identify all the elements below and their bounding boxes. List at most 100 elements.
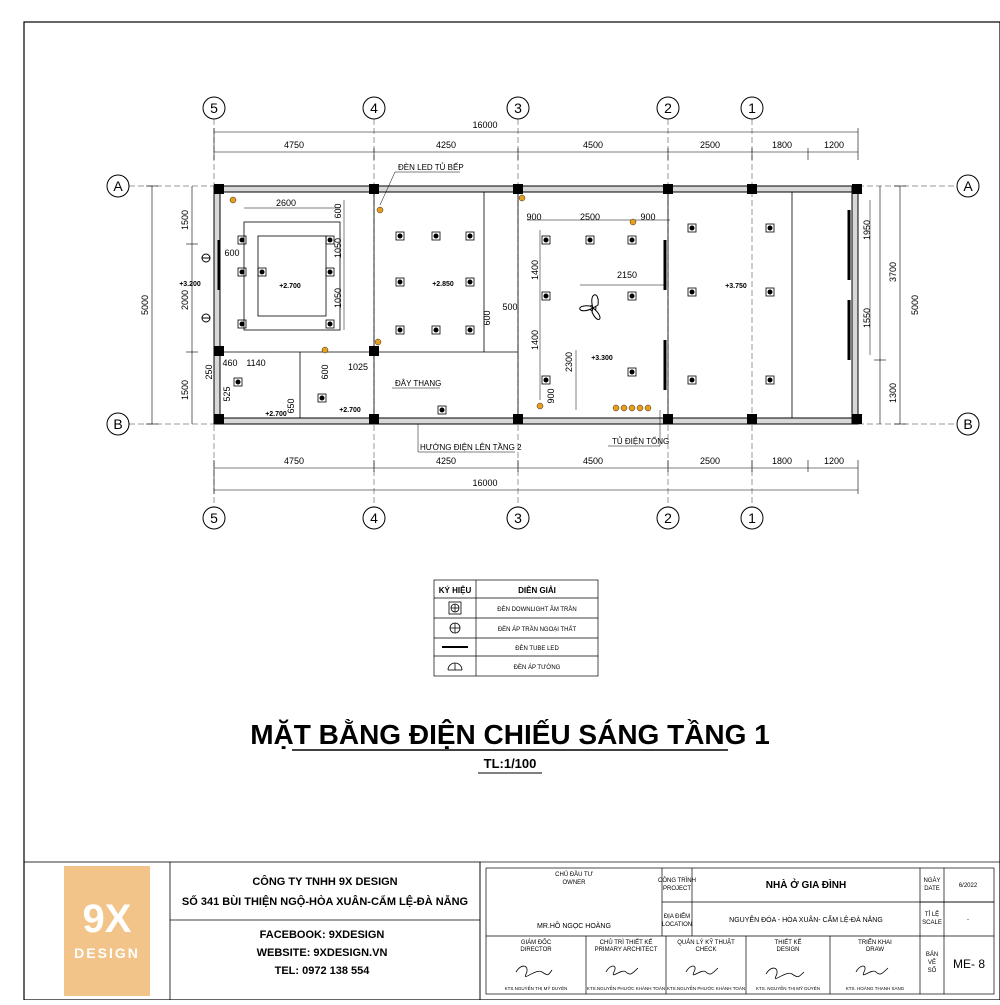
inner-dim-lines <box>244 200 871 410</box>
dim-overall-bottom: 16000 <box>472 478 497 488</box>
downlight-icon <box>627 291 637 301</box>
grid-label-top-1: 1 <box>748 100 756 116</box>
downlight-icon <box>437 405 447 415</box>
dim-span-3-top: 4500 <box>583 140 603 150</box>
dim-span-3-bottom: 4500 <box>583 456 603 466</box>
tb-role-4-vi: THIẾT KẾ <box>775 939 802 946</box>
downlight-icon <box>765 223 775 233</box>
switch-icons <box>229 194 652 412</box>
downlight-icon <box>465 325 475 335</box>
tb-role-2-en: PRIMARY ARCHITECT <box>595 947 658 953</box>
tb-owner-label-en: OWNER <box>563 880 587 886</box>
tb-sheet-label-3: SỐ <box>928 967 937 974</box>
downlight-icon <box>237 319 247 329</box>
downlight-icon <box>431 325 441 335</box>
level-rear: +3.750 <box>725 283 747 290</box>
company-address: SỐ 341 BÙI THIỆN NGỘ-HÒA XUÂN-CẨM LỆ-ĐÀ … <box>182 894 468 908</box>
dim-inner-1950: 1950 <box>862 220 872 240</box>
dim-inner-525: 525 <box>222 386 232 401</box>
columns <box>214 184 862 424</box>
grid-row-label-left-b: B <box>113 416 122 432</box>
company-phone: TEL: 0972 138 554 <box>275 965 371 977</box>
level-room-living: +2.700 <box>279 283 301 290</box>
downlight-icon <box>448 601 462 615</box>
grid-bubbles-bottom <box>202 506 764 530</box>
tb-role-4-person: KTS. NGUYỄN THỊ MỸ DUYÊN <box>756 984 820 991</box>
legend-desc-ceiling: ĐÈN ÁP TRẦN NGOẠI THẤT <box>498 626 577 633</box>
tb-project-label-en: PROJECT <box>663 886 691 892</box>
downlight-icon <box>325 267 335 277</box>
dim-inner-1550: 1550 <box>862 308 872 328</box>
downlight-icon <box>541 235 551 245</box>
tb-sheet-label-2: VẼ <box>928 959 936 966</box>
dim-inner-650: 650 <box>286 398 296 413</box>
grid-bubbles-top <box>202 96 764 120</box>
downlight-icon <box>317 393 327 403</box>
tb-sheet-label-1: BẢN <box>926 951 938 958</box>
company-facebook: FACEBOOK: 9XDESIGN <box>260 929 385 941</box>
downlight-icon <box>431 231 441 241</box>
dim-span-6-bottom: 1200 <box>824 456 844 466</box>
downlight-icon <box>465 231 475 241</box>
ceiling-light-icon <box>201 313 211 323</box>
downlight-icon <box>325 319 335 329</box>
grid-label-top-2: 2 <box>664 100 672 116</box>
downlight-icon <box>395 277 405 287</box>
grid-label-bottom-2: 2 <box>664 510 672 526</box>
level-wc: +2.700 <box>265 411 287 418</box>
downlight-icon <box>627 235 637 245</box>
grid-label-bottom-3: 3 <box>514 510 522 526</box>
dim-span-1-top: 4750 <box>284 140 304 150</box>
dim-left-sub-1: 1500 <box>180 210 190 230</box>
leader-lines <box>379 171 661 453</box>
downlight-icon <box>237 235 247 245</box>
dim-right-total: 5000 <box>910 295 920 315</box>
tb-role-2-person: KTS.NGUYỄN PHƯỚC KHÁNH TOÀN <box>587 985 665 991</box>
dim-left-total: 5000 <box>140 295 150 315</box>
level-dining: +3.300 <box>591 355 613 362</box>
legend-desc-tube: ĐÈN TUBE LED <box>515 645 559 652</box>
downlight-icon <box>765 375 775 385</box>
titleblock-frame <box>479 861 1000 1001</box>
dim-inner-600c: 600 <box>482 310 492 325</box>
tb-sheet-no: ME- 8 <box>953 957 985 971</box>
tb-date-label: NGÀY <box>923 877 940 884</box>
grid-label-bottom-5: 5 <box>210 510 218 526</box>
tb-role-1-vi: GIÁM ĐỐC <box>521 939 552 946</box>
dim-inner-1050b: 1050 <box>333 288 343 308</box>
tb-role-5-en: DRAW <box>866 947 884 953</box>
dim-left-sub-2: 2000 <box>180 290 190 310</box>
tb-date: 6/2022 <box>959 883 978 889</box>
dim-left-sub-3: 1500 <box>180 380 190 400</box>
tb-role-2-vi: CHỦ TRÌ THIẾT KẾ <box>600 939 653 946</box>
dim-inner-1025: 1025 <box>348 362 368 372</box>
tb-project-name: NHÀ Ở GIA ĐÌNH <box>766 878 846 891</box>
downlight-icon <box>325 235 335 245</box>
tb-role-1-person: KTS.NGUYỄN THỊ MỸ DUYÊN <box>505 984 568 991</box>
tb-role-3-vi: QUẢN LÝ KỸ THUẬT <box>677 939 735 946</box>
ceiling-light-icon <box>449 622 461 634</box>
downlight-icon <box>465 277 475 287</box>
wall-light-icon <box>447 662 463 671</box>
grid-lines <box>129 119 957 507</box>
dim-inner-900b: 900 <box>640 212 655 222</box>
dim-right-2: 1300 <box>888 383 898 403</box>
dim-inner-900a: 900 <box>526 212 541 222</box>
dim-lines-sides <box>146 185 906 425</box>
downlight-icon <box>687 287 697 297</box>
legend-table <box>433 579 599 677</box>
level-store: +2.700 <box>339 407 361 414</box>
logo-design: DESIGN <box>74 945 140 961</box>
tube-leds <box>217 210 851 390</box>
signature-marks <box>515 965 889 979</box>
drawing-scale: TL:1/100 <box>484 756 537 771</box>
grid-label-bottom-1: 1 <box>748 510 756 526</box>
grid-label-bottom-4: 4 <box>370 510 378 526</box>
grid-row-label-left-a: A <box>113 178 123 194</box>
note-led-cabinet: ĐÈN LED TỦ BẾP <box>398 162 464 172</box>
dim-inner-600a: 600 <box>333 203 343 218</box>
dim-span-6-top: 1200 <box>824 140 844 150</box>
downlight-icon <box>233 377 243 387</box>
downlights-layer <box>201 223 775 415</box>
